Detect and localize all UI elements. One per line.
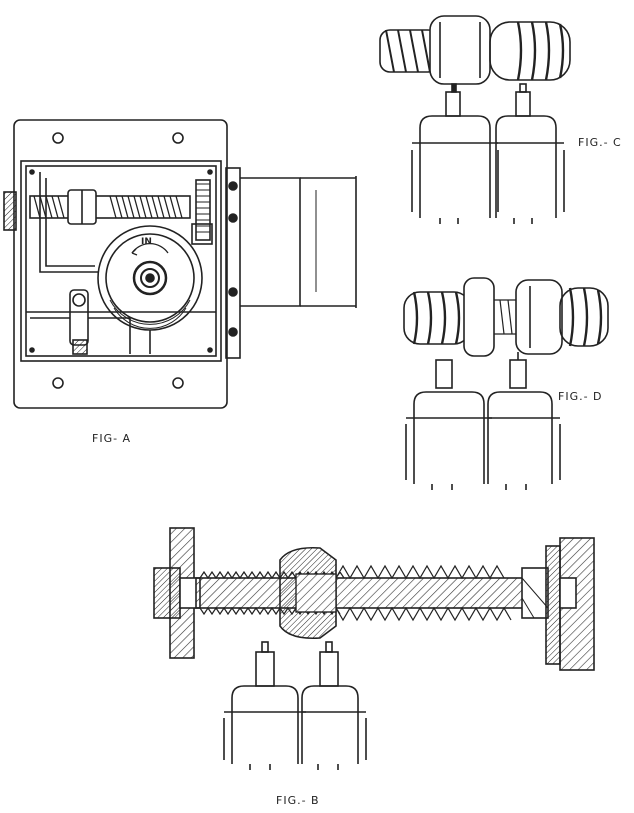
housing-inner-frame (25, 165, 217, 357)
lead-screw (195, 577, 543, 609)
figure-b (153, 527, 595, 770)
switch-left (411, 115, 499, 224)
plunger-right (319, 651, 339, 687)
mounting-hole (52, 132, 64, 144)
plunger-left (255, 651, 275, 687)
gear-bearing (191, 223, 213, 245)
worm-threads (33, 195, 183, 219)
figure-c-caption: FIG.- C (578, 136, 622, 149)
figure-c-right-worm (489, 21, 571, 81)
worm-screw (29, 195, 191, 219)
switch-right (495, 115, 565, 224)
output-shaft (300, 176, 357, 308)
mounting-hole (52, 377, 64, 389)
dial-hub (132, 260, 168, 296)
plunger-left (445, 91, 461, 117)
thread-teeth-upper (199, 564, 505, 580)
figure-d-nut-left (463, 277, 495, 357)
plunger-right (509, 359, 527, 389)
switch-left (223, 685, 306, 770)
left-knob (3, 191, 17, 231)
switch-right (487, 391, 561, 490)
contact-bracket (39, 172, 100, 273)
right-wall (559, 537, 595, 671)
switch-left (405, 391, 492, 490)
switch-right (301, 685, 367, 770)
figure-a (3, 119, 357, 409)
dial-tick-arc (109, 299, 191, 329)
side-flange (225, 167, 241, 359)
dial-marker-label: IN (141, 237, 152, 247)
mounting-hole (172, 377, 184, 389)
dial-center (145, 273, 155, 283)
figure-c (379, 15, 571, 224)
figure-d (403, 277, 609, 490)
figure-b-caption: FIG.- B (276, 794, 320, 807)
figure-d-right-worm (559, 287, 609, 347)
plunger-left (435, 359, 453, 389)
left-bearing (153, 567, 181, 619)
figure-a-caption: FIG- A (92, 432, 131, 445)
shaft-housing (240, 177, 301, 307)
thread-teeth-lower (199, 606, 512, 622)
mounting-hole (172, 132, 184, 144)
dial-ring (105, 233, 195, 323)
drive-gear (195, 179, 211, 241)
dial-hub-inner (140, 268, 160, 288)
mounting-plate (13, 119, 228, 409)
gear-housing (20, 160, 222, 362)
plunger-right (515, 91, 531, 117)
figure-d-caption: FIG.- D (558, 390, 603, 403)
figure-d-nut-right (515, 279, 563, 355)
figure-d-left-worm (403, 291, 471, 345)
figure-c-nut (429, 15, 491, 85)
right-flange (545, 545, 561, 665)
